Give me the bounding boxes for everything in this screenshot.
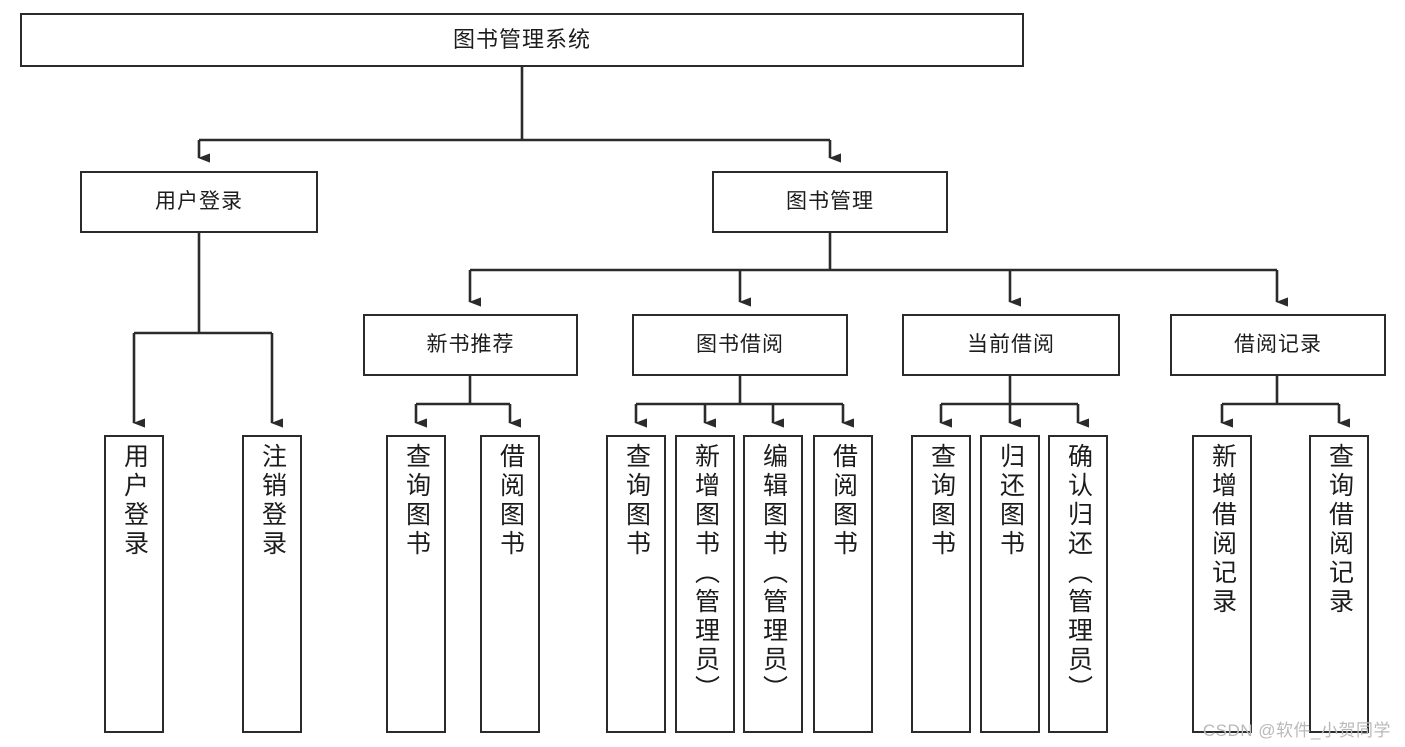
leaf-logout[interactable]: 注销登录: [242, 435, 302, 733]
watermark: CSDN @软件_小贺同学: [1202, 721, 1391, 740]
node-label: 当前借阅: [967, 333, 1055, 357]
node-label: 查询借阅记录: [1325, 443, 1354, 617]
leaf-query-borrow-record[interactable]: 查询借阅记录: [1309, 435, 1369, 733]
leaf-query-book-recommend[interactable]: 查询图书: [386, 435, 446, 733]
node-label: 编辑图书（管理员）: [759, 443, 788, 704]
node-label: 确认归还（管理员）: [1064, 443, 1093, 704]
node-new-book-recommend[interactable]: 新书推荐: [363, 314, 578, 376]
node-root-library-system[interactable]: 图书管理系统: [20, 13, 1024, 67]
leaf-user-login[interactable]: 用户登录: [104, 435, 164, 733]
node-current-borrow[interactable]: 当前借阅: [902, 314, 1120, 376]
node-label: 新书推荐: [426, 333, 515, 357]
leaf-return-book[interactable]: 归还图书: [980, 435, 1040, 733]
node-label: 用户登录: [120, 443, 149, 559]
node-label: 借阅图书: [829, 443, 858, 559]
node-borrow-record[interactable]: 借阅记录: [1170, 314, 1386, 376]
node-label: 查询图书: [402, 443, 431, 559]
leaf-add-borrow-record[interactable]: 新增借阅记录: [1192, 435, 1252, 733]
leaf-confirm-return-admin[interactable]: 确认归还（管理员）: [1048, 435, 1108, 733]
node-label: 查询图书: [927, 443, 956, 559]
node-book-management[interactable]: 图书管理: [712, 171, 948, 233]
node-label: 注销登录: [258, 443, 287, 559]
leaf-edit-book-admin[interactable]: 编辑图书（管理员）: [743, 435, 803, 733]
leaf-query-book-current[interactable]: 查询图书: [911, 435, 971, 733]
node-label: 新增借阅记录: [1208, 443, 1237, 617]
node-label: 用户登录: [155, 190, 243, 214]
node-book-borrow[interactable]: 图书借阅: [632, 314, 848, 376]
node-label: 借阅图书: [496, 443, 525, 559]
node-user-login[interactable]: 用户登录: [80, 171, 318, 233]
node-label: 新增图书（管理员）: [691, 443, 720, 704]
node-label: 归还图书: [996, 443, 1025, 559]
node-label: 图书管理系统: [452, 26, 591, 52]
leaf-borrow-book-recommend[interactable]: 借阅图书: [480, 435, 540, 733]
node-label: 查询图书: [622, 443, 651, 559]
leaf-query-book-borrow[interactable]: 查询图书: [606, 435, 666, 733]
leaf-add-book-admin[interactable]: 新增图书（管理员）: [675, 435, 735, 733]
node-label: 图书管理: [786, 190, 874, 214]
leaf-borrow-book[interactable]: 借阅图书: [813, 435, 873, 733]
node-label: 图书借阅: [696, 333, 784, 357]
node-label: 借阅记录: [1234, 333, 1322, 357]
